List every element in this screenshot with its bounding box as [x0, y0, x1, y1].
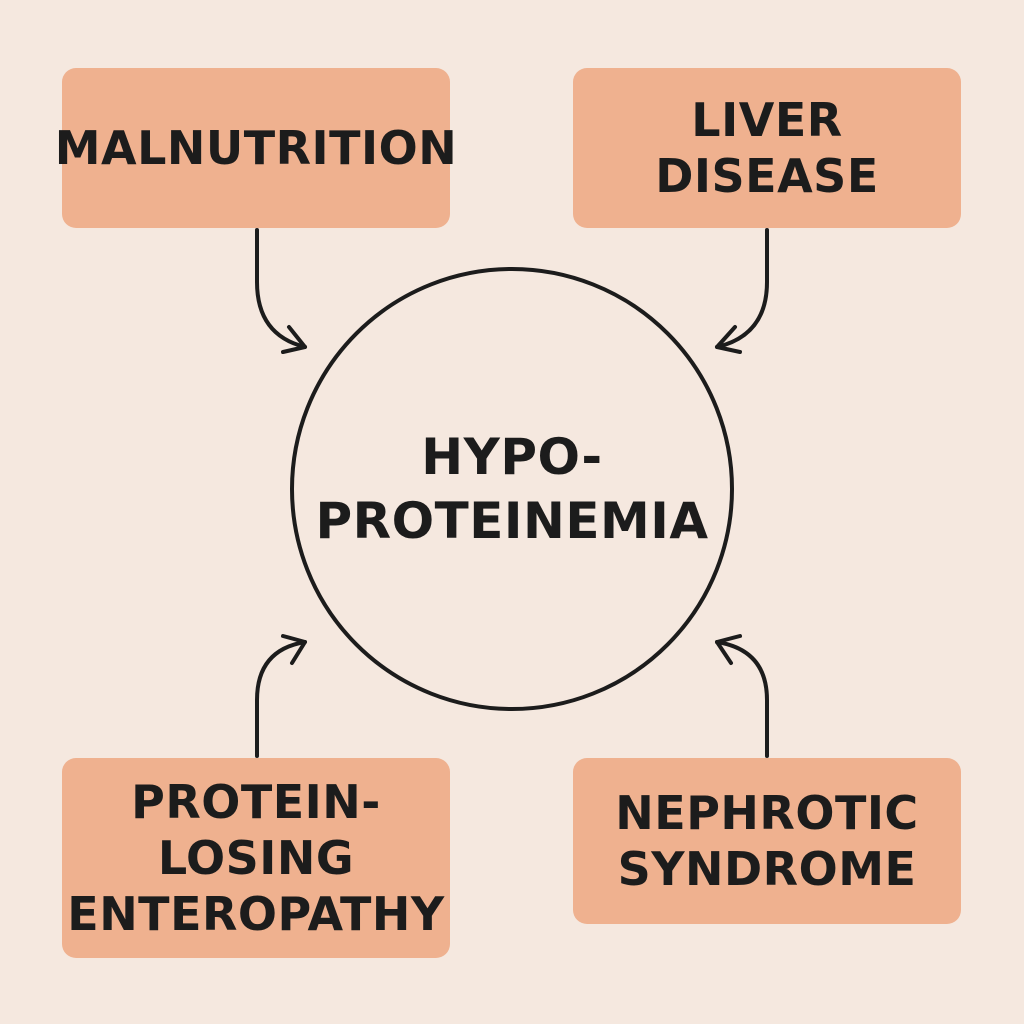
cause-label-line: NEPHROTIC — [615, 786, 919, 840]
arrow-protein-losing-enteropathy-to-center — [255, 634, 307, 758]
center-label-line: HYPO- — [421, 428, 603, 486]
cause-label-line: ENTEROPATHY — [67, 887, 445, 941]
cause-label-nephrotic-syndrome: NEPHROTIC SYNDROME — [615, 785, 918, 897]
arrow-nephrotic-syndrome-to-center — [715, 634, 769, 758]
cause-box-malnutrition: MALNUTRITION — [55, 68, 457, 228]
cause-label-line: LOSING — [157, 831, 355, 885]
cause-label-malnutrition: MALNUTRITION — [55, 120, 458, 176]
arrow-malnutrition-to-center — [255, 228, 307, 354]
cause-box-protein-losing-enteropathy: PROTEIN- LOSING ENTEROPATHY — [62, 758, 450, 958]
center-label-line: PROTEINEMIA — [315, 492, 709, 550]
cause-label-line: LIVER — [691, 93, 843, 147]
cause-label-protein-losing-enteropathy: PROTEIN- LOSING ENTEROPATHY — [67, 774, 444, 942]
center-node-hypoproteinemia: HYPO- PROTEINEMIA — [290, 267, 734, 711]
cause-label-line: PROTEIN- — [131, 775, 381, 829]
cause-label-line: SYNDROME — [617, 842, 917, 896]
center-label: HYPO- PROTEINEMIA — [315, 425, 708, 553]
cause-label-liver-disease: LIVER DISEASE — [655, 92, 879, 204]
cause-label-line: MALNUTRITION — [54, 121, 458, 175]
arrow-liver-disease-to-center — [715, 228, 769, 354]
cause-label-line: DISEASE — [655, 149, 879, 203]
cause-box-liver-disease: LIVER DISEASE — [573, 68, 961, 228]
cause-box-nephrotic-syndrome: NEPHROTIC SYNDROME — [573, 758, 961, 924]
